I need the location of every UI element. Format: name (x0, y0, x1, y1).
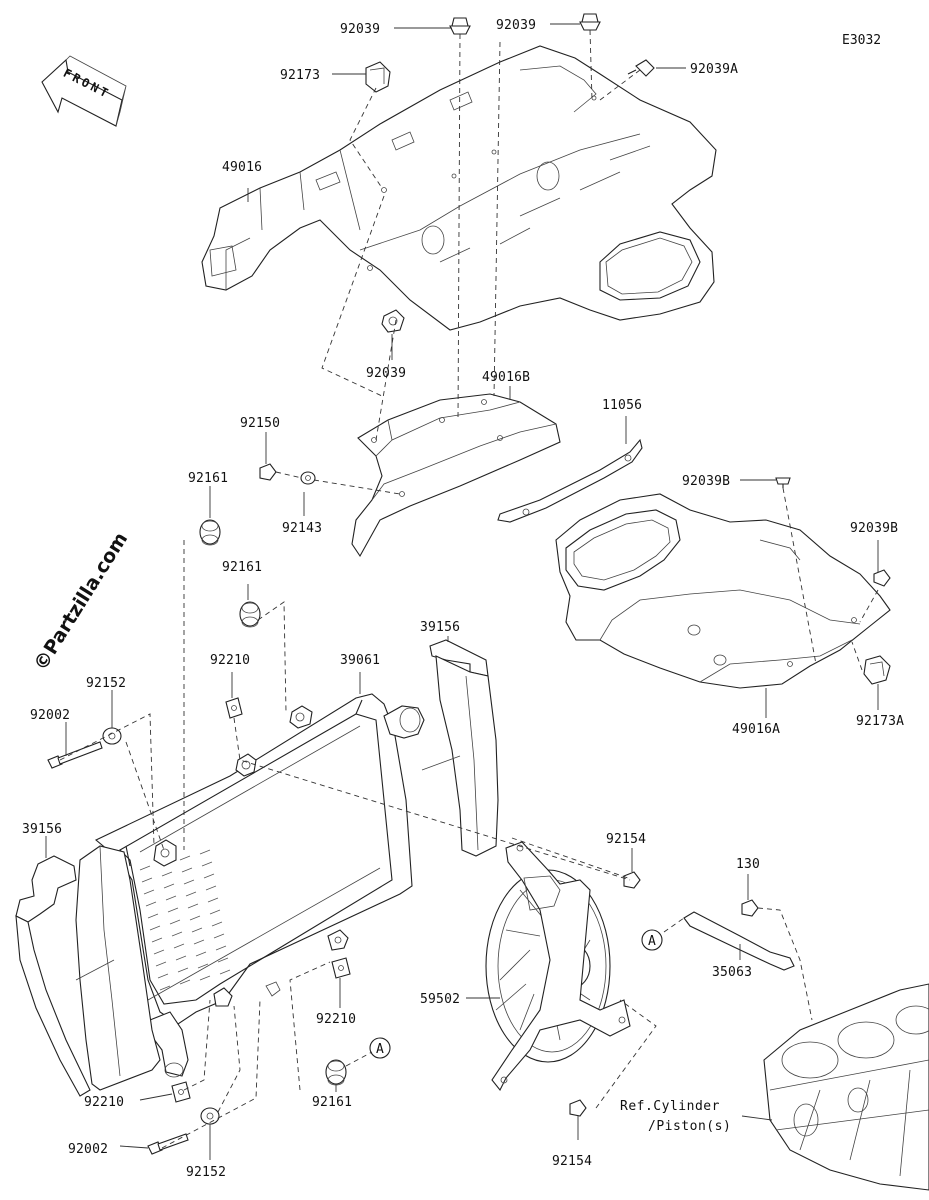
label-49016: 49016 (222, 160, 262, 175)
label-49016A: 49016A (732, 722, 780, 737)
label-39156-left: 39156 (22, 822, 62, 837)
label-92161-mid: 92161 (222, 560, 262, 575)
label-39156-right: 39156 (420, 620, 460, 635)
label-92210-lower: 92210 (84, 1095, 124, 1110)
shroud-39156-left (15, 845, 161, 1097)
label-49016B: 49016B (482, 370, 530, 385)
bolt-130 (741, 899, 759, 917)
collar-92152-lower (200, 1107, 220, 1125)
bolt-92039B-left (775, 477, 791, 488)
bolt-92002-upper (47, 741, 103, 769)
label-92039A: 92039A (690, 62, 738, 77)
label-92152-lower: 92152 (186, 1165, 226, 1180)
front-arrow-icon: FRONT (41, 55, 127, 127)
fan-assy-59502 (485, 841, 631, 1092)
label-92152-upper: 92152 (86, 676, 126, 691)
label-39061: 39061 (340, 653, 380, 668)
label-92150: 92150 (240, 416, 280, 431)
label-92210-upper: 92210 (210, 653, 250, 668)
bolt-92039B-right (873, 569, 891, 587)
label-92154-upper: 92154 (606, 832, 646, 847)
stay-11056 (497, 438, 643, 523)
label-92161-lower: 92161 (312, 1095, 352, 1110)
clip-92173 (365, 61, 391, 93)
heat-guard-49016A (555, 493, 891, 689)
bolt-92039-mid (381, 309, 405, 333)
reference-a-right: A (648, 934, 656, 949)
label-92173A: 92173A (856, 714, 904, 729)
label-92154-lower: 92154 (552, 1154, 592, 1169)
label-92039-top-left: 92039 (340, 22, 380, 37)
nut-92210-upper (225, 697, 243, 719)
bolt-92039A (627, 59, 655, 77)
label-92002-lower: 92002 (68, 1142, 108, 1157)
label-35063: 35063 (712, 965, 752, 980)
bolt-92039-top-right (579, 13, 601, 31)
reference-note-line-1: Ref.Cylinder (620, 1099, 720, 1114)
leader-lines (45, 23, 879, 1160)
label-92039-mid: 92039 (366, 366, 406, 381)
reference-circle-a-right (641, 929, 663, 951)
bolt-92154-lower (569, 1099, 587, 1117)
radiator-core (139, 725, 381, 1001)
label-92143: 92143 (282, 521, 322, 536)
collar-92143 (300, 471, 316, 485)
label-92039-top-right: 92039 (496, 18, 536, 33)
radiator-39061 (94, 693, 425, 1078)
grommet-92161-lower (325, 1059, 347, 1086)
label-130: 130 (736, 857, 760, 872)
heat-guard-49016B (351, 393, 561, 558)
hose-35063 (683, 911, 795, 971)
label-92002-upper: 92002 (30, 708, 70, 723)
label-92173: 92173 (280, 68, 320, 83)
label-11056: 11056 (602, 398, 642, 413)
label-92039B-right: 92039B (850, 521, 898, 536)
label-92161-upper: 92161 (188, 471, 228, 486)
shroud-39156-right (421, 639, 499, 857)
reference-a-left: A (376, 1042, 384, 1057)
bolt-92154-upper (623, 871, 641, 889)
bolt-92150 (259, 463, 277, 481)
cylinder-block-ref (763, 983, 929, 1191)
reference-circle-a-left (369, 1037, 391, 1059)
nut-92210-right (331, 957, 351, 979)
watermark: ©Partzilla.com (30, 529, 133, 675)
grommet-92161-mid (239, 601, 261, 628)
nut-92210-lower (171, 1081, 191, 1103)
reference-note-line-2: /Piston(s) (648, 1119, 731, 1134)
diagram-code: E3032 (842, 33, 881, 48)
bolt-92039-top-left (449, 17, 471, 35)
label-92039B-left: 92039B (682, 474, 730, 489)
grommet-92161-upper (199, 519, 221, 546)
clip-92173A (863, 655, 891, 685)
label-92210-right: 92210 (316, 1012, 356, 1027)
label-59502: 59502 (420, 992, 460, 1007)
